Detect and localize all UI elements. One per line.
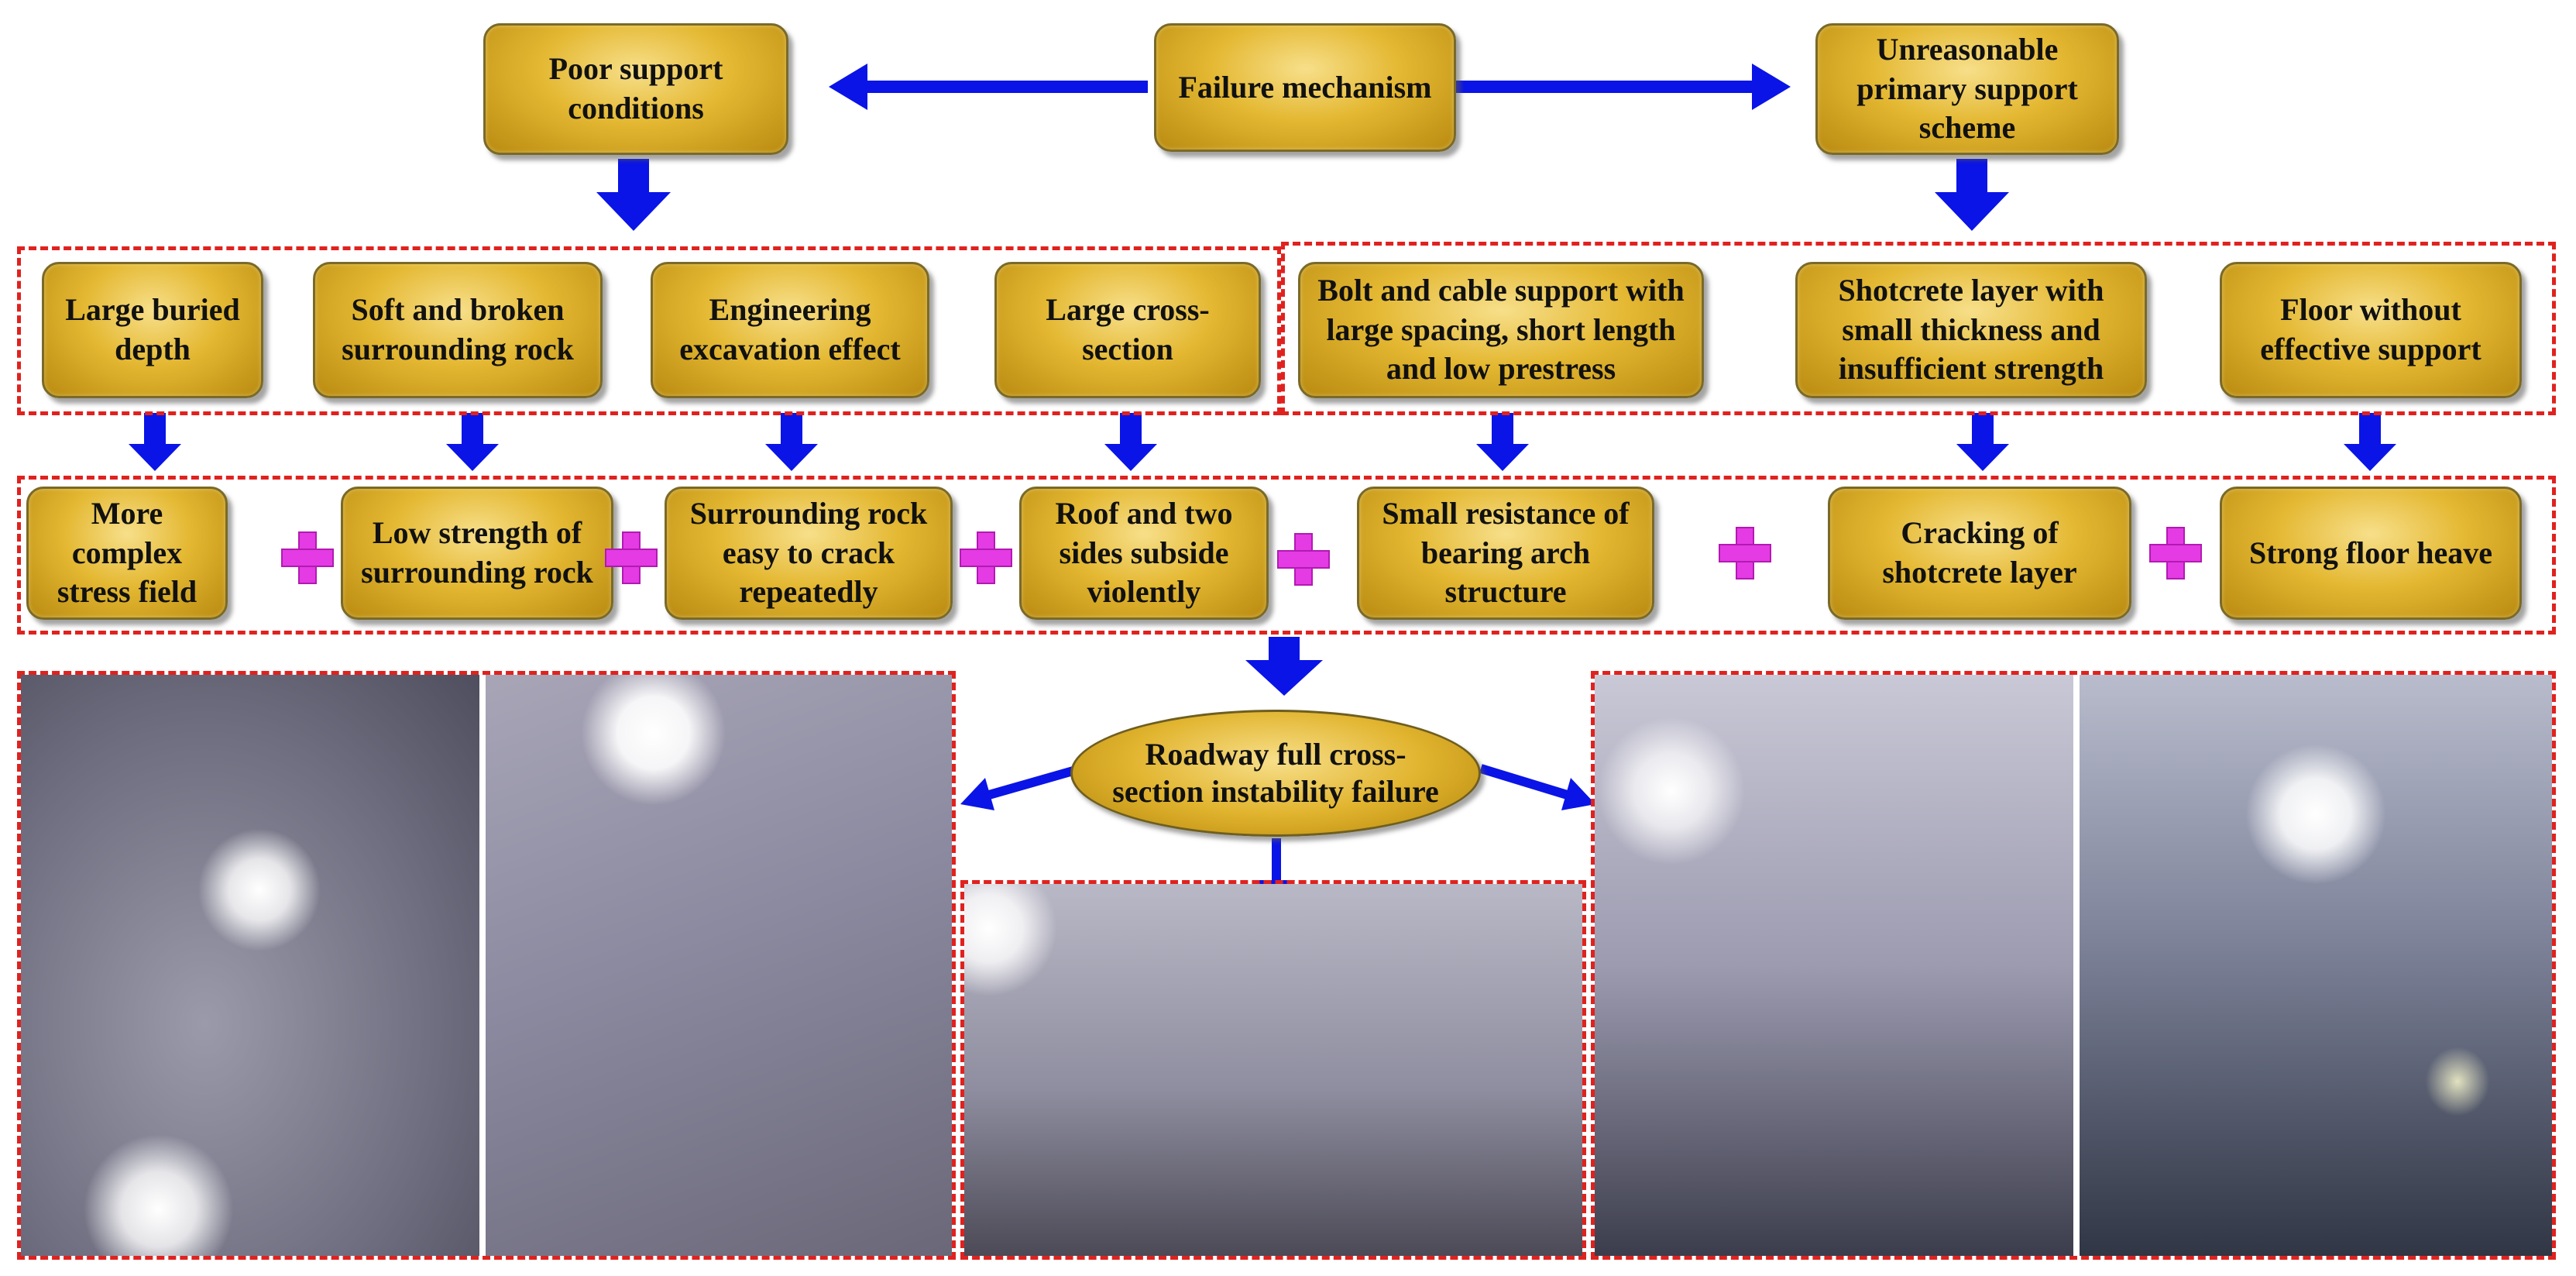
arrow-left-icon <box>960 764 1083 810</box>
effect-box: Low strength of surrounding rock <box>341 487 613 620</box>
effect-box: Small resistance of bearing arch structu… <box>1357 487 1654 620</box>
effect-box: Roof and two sides subside violently <box>1019 487 1269 620</box>
arrow-left-icon <box>829 64 1148 110</box>
poor-support-conditions-box: Poor support conditions <box>483 23 788 155</box>
block-arrow-down-icon <box>1956 413 2009 471</box>
right-photo-frame <box>1591 671 2556 1260</box>
effect-box: Strong floor heave <box>2220 487 2522 620</box>
cause-box: Bolt and cable support with large spacin… <box>1298 262 1704 398</box>
effects-group-frame <box>17 476 2556 635</box>
tunnel-photo-2 <box>486 675 952 1256</box>
plus-icon <box>1273 528 1334 590</box>
block-arrow-down-icon <box>446 413 499 471</box>
effect-box: Cracking of shotcrete layer <box>1828 487 2131 620</box>
plus-icon <box>1714 522 1776 584</box>
effect-box: More complex stress field <box>26 487 228 620</box>
cause-box: Large buried depth <box>42 262 263 398</box>
block-arrow-down-icon <box>129 413 181 471</box>
cause-box: Large cross-section <box>994 262 1261 398</box>
block-arrow-down-icon <box>1245 637 1323 696</box>
tunnel-photo-1 <box>21 675 479 1256</box>
roadway-instability-failure-oval: Roadway full cross-section instability f… <box>1070 710 1481 837</box>
block-arrow-down-icon <box>1476 413 1529 471</box>
primary-support-group-frame <box>1281 242 2556 415</box>
cause-box: Shotcrete layer with small thickness and… <box>1795 262 2147 398</box>
plus-icon <box>276 527 338 589</box>
block-arrow-down-icon <box>2344 413 2396 471</box>
failure-mechanism-box: Failure mechanism <box>1154 23 1456 152</box>
plus-icon <box>600 527 662 589</box>
cause-box: Soft and broken surrounding rock <box>313 262 603 398</box>
tunnel-photo-5 <box>2080 675 2552 1256</box>
block-arrow-down-icon <box>1935 159 2009 231</box>
arrow-right-icon <box>1456 64 1791 110</box>
block-arrow-down-icon <box>765 413 818 471</box>
plus-icon <box>955 527 1017 589</box>
cause-box: Floor without effective support <box>2220 262 2522 398</box>
plus-icon <box>2145 522 2207 584</box>
left-photo-frame <box>17 671 956 1260</box>
tunnel-photo-4 <box>1595 675 2073 1256</box>
center-photo-frame <box>960 880 1586 1260</box>
block-arrow-down-icon <box>1104 413 1157 471</box>
arrow-right-icon <box>1479 764 1595 810</box>
poor-support-group-frame <box>17 246 1281 415</box>
tunnel-photo-3 <box>964 884 1582 1256</box>
block-arrow-down-icon <box>596 159 671 231</box>
effect-box: Surrounding rock easy to crack repeatedl… <box>665 487 953 620</box>
cause-box: Engineering excavation effect <box>651 262 929 398</box>
primary-support-scheme-box: Unreasonable primary support scheme <box>1815 23 2119 155</box>
